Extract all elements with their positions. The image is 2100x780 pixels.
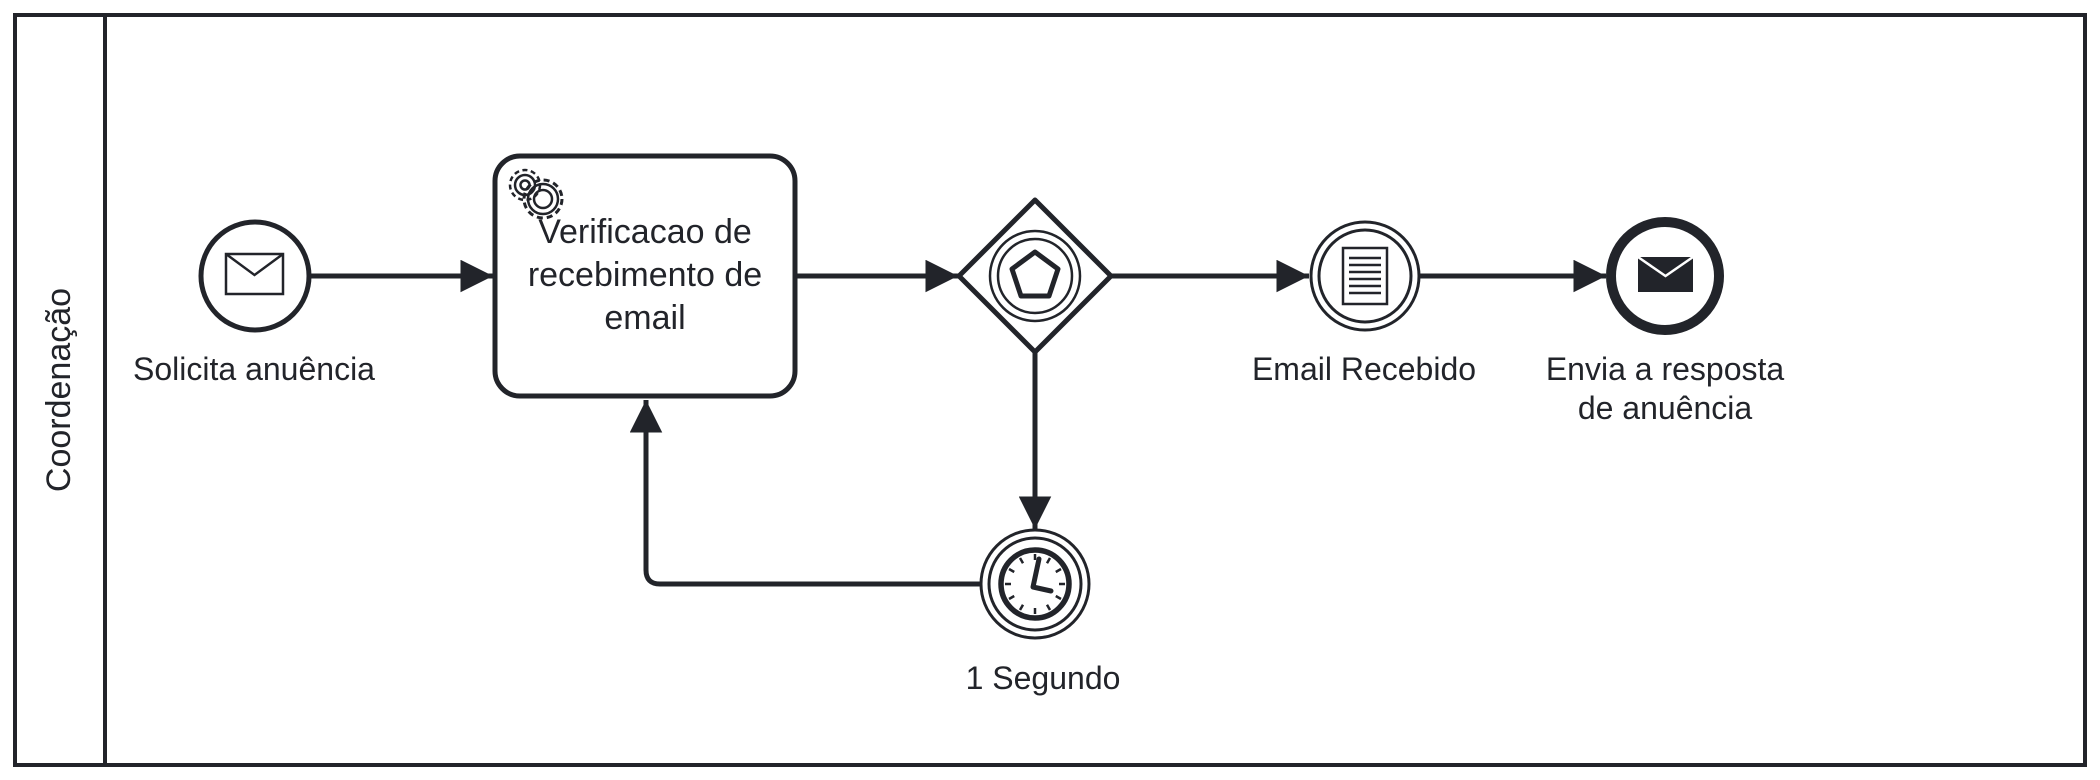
timer-event-label: 1 Segundo [966, 660, 1121, 696]
task-label-line-3: email [604, 299, 685, 337]
clock-tick [1008, 594, 1015, 601]
start-event[interactable] [198, 219, 312, 333]
timer-event[interactable] [979, 528, 1091, 640]
gateway-diamond [956, 197, 1114, 355]
gear-icon [508, 168, 564, 220]
clock-tick [1045, 604, 1052, 611]
email-received-inner [1317, 228, 1413, 324]
lane-label: Coordenação [40, 288, 78, 492]
event-gateway[interactable] [956, 197, 1114, 355]
service-task[interactable]: Verificacao de recebimento de email [492, 153, 798, 399]
clock-tick [1055, 594, 1062, 601]
task-label-line-2: recebimento de [528, 256, 762, 294]
start-event-label: Solicita anuência [133, 351, 375, 387]
document-icon [1341, 246, 1389, 306]
end-event-label-line-1: Envia a resposta [1546, 351, 1785, 387]
end-event-label-line-2: de anuência [1578, 390, 1753, 426]
envelope-icon [224, 252, 285, 296]
task-box [492, 153, 798, 399]
clock-tick [1018, 604, 1025, 611]
clock-tick [1008, 567, 1015, 574]
clock-tick [1045, 557, 1052, 564]
end-event-circle [1606, 217, 1724, 335]
gateway-inner-ring [996, 237, 1074, 315]
clock-tick [1018, 557, 1025, 564]
envelope-filled-icon [1637, 255, 1694, 292]
timer-outer-ring [979, 528, 1091, 640]
task-label-line-1: Verificacao de [538, 213, 752, 251]
email-received-outer [1309, 220, 1421, 332]
start-event-circle [198, 219, 312, 333]
gateway-outer-ring [988, 229, 1082, 323]
clock-tick [1055, 567, 1062, 574]
email-received-label: Email Recebido [1252, 351, 1476, 387]
pentagon-icon [1009, 249, 1061, 299]
clock-icon [998, 547, 1072, 621]
flow-timer-to-task[interactable] [629, 400, 980, 587]
pool-border [13, 13, 2087, 767]
timer-inner-ring [987, 536, 1083, 632]
email-received-event[interactable] [1309, 220, 1421, 332]
end-event[interactable] [1606, 217, 1724, 335]
